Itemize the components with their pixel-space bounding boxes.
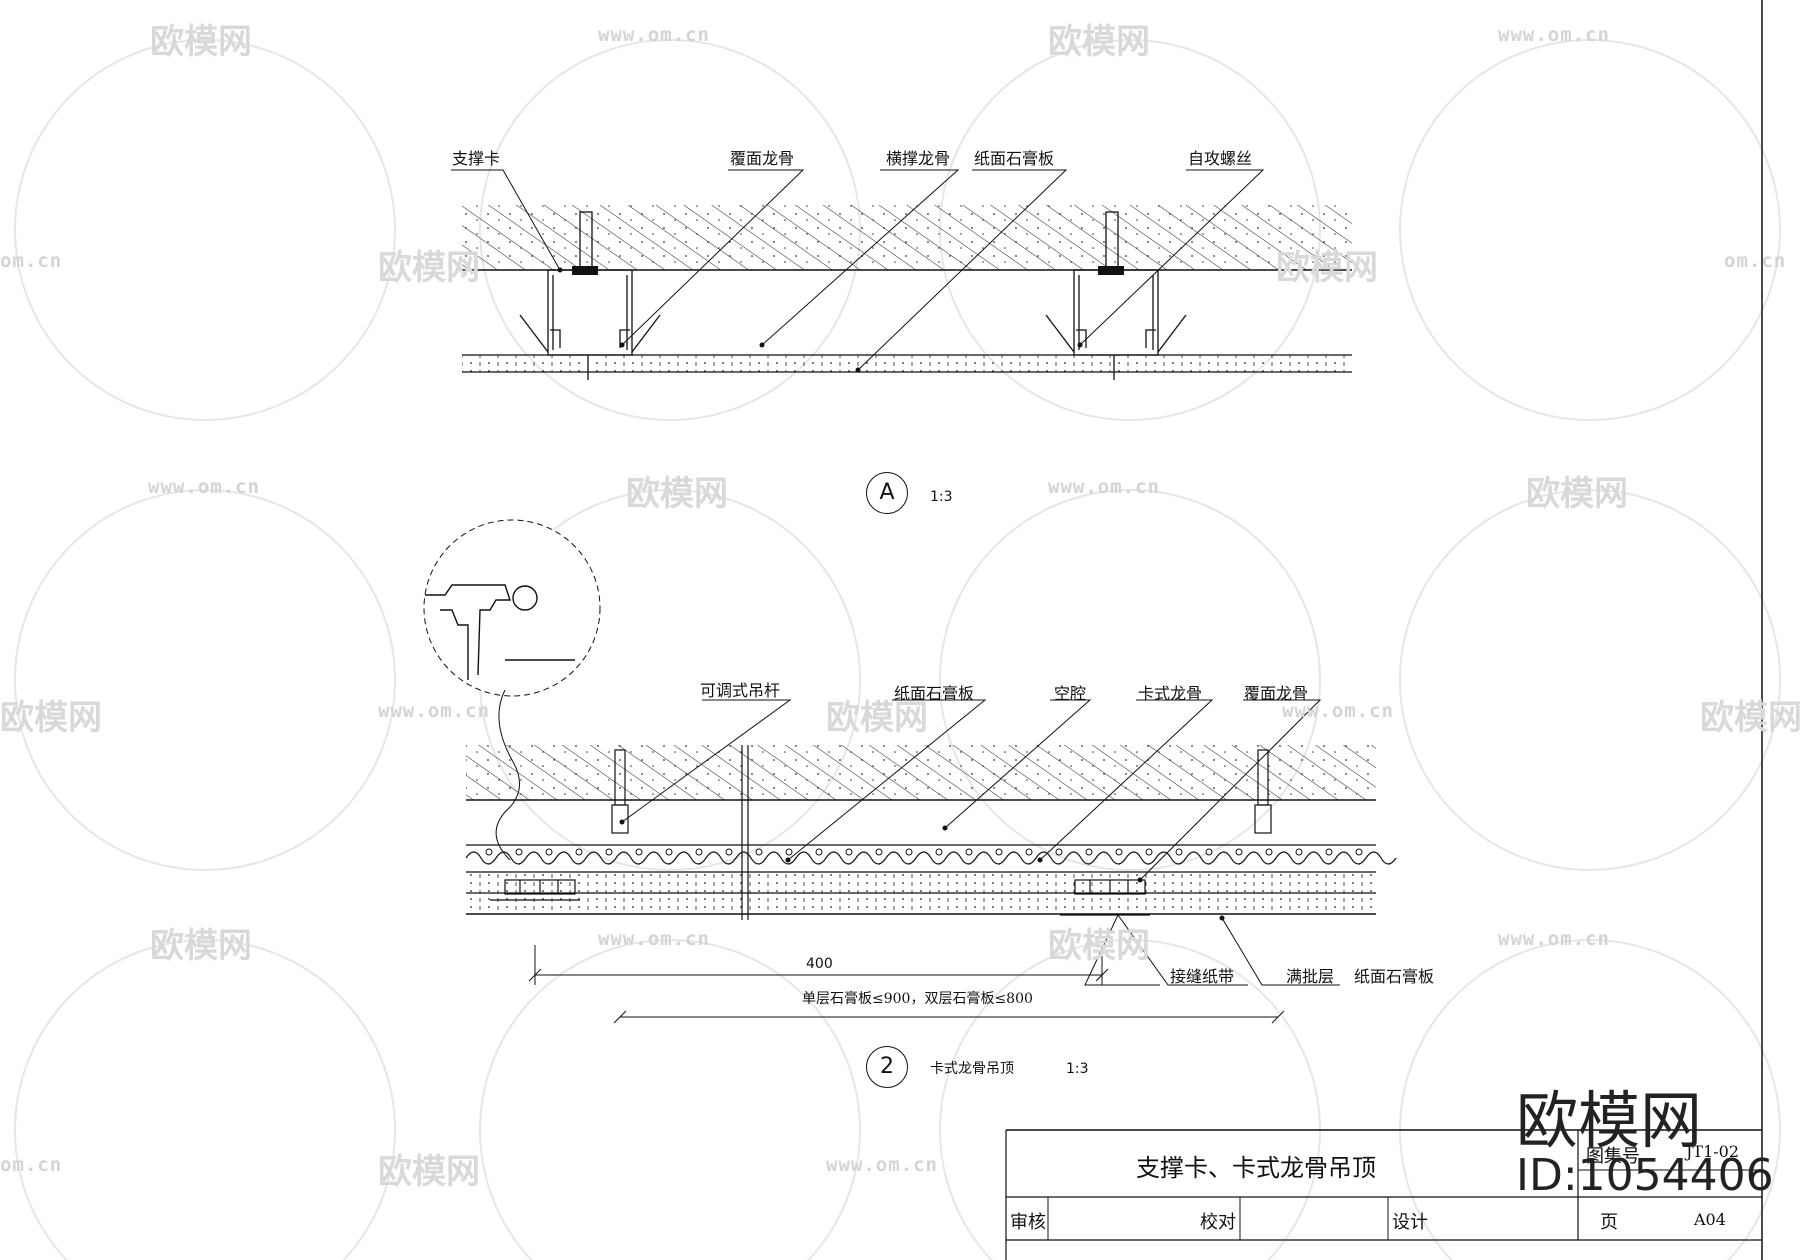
label-gypsum-board-top: 纸面石膏板 — [894, 684, 975, 703]
keel-hole — [815, 848, 823, 856]
watermark-url: www.om.cn — [826, 1154, 938, 1176]
watermark-logo: 欧模网 — [826, 698, 928, 738]
brand-id: ID:1054406 — [1516, 1150, 1774, 1201]
detail-2-callout: 2 — [866, 1046, 908, 1088]
keel-hole — [1115, 848, 1123, 856]
keel-hole — [635, 848, 643, 856]
detail-a-drawing — [451, 169, 1352, 380]
keel-hole — [1235, 848, 1243, 856]
keel-hole — [995, 848, 1003, 856]
atlas-label: 图集号 — [1586, 1146, 1640, 1167]
page-label: 页 — [1600, 1212, 1618, 1233]
label-adjustable-hanger: 可调式吊杆 — [700, 681, 781, 700]
label-clip-keel: 卡式龙骨 — [1138, 684, 1203, 703]
watermark-logo: 欧模网 — [1526, 474, 1628, 514]
detail-2-title: 卡式龙骨吊顶 — [930, 1061, 1014, 1077]
check-label: 校对 — [1200, 1212, 1236, 1233]
label-gypsum-board: 纸面石膏板 — [974, 149, 1055, 168]
label-cavity: 空腔 — [1054, 684, 1087, 703]
watermark-logo: 欧模网 — [150, 926, 252, 966]
keel-hole — [545, 848, 553, 856]
keel-hole — [1085, 848, 1093, 856]
drawing-title: 支撑卡、卡式龙骨吊顶 — [1136, 1154, 1376, 1182]
watermark-logo: 欧模网 — [1048, 926, 1150, 966]
review-label: 审核 — [1010, 1212, 1046, 1233]
keel-hole — [485, 848, 493, 856]
keel-hole — [1295, 848, 1303, 856]
watermark-url: www.om.cn — [1498, 928, 1610, 950]
watermark-url: om.cn — [0, 1154, 63, 1176]
watermark-url: www.om.cn — [1048, 476, 1160, 498]
keel-hole — [725, 848, 733, 856]
detail-2-drawing — [423, 519, 1397, 1024]
detail-a-scale: 1:3 — [930, 489, 953, 505]
dimension-note: 单层石膏板≤900，双层石膏板≤800 — [802, 991, 1033, 1007]
detail-2-scale: 1:3 — [1066, 1061, 1089, 1077]
keel-hole — [665, 848, 673, 856]
keel-hole — [575, 848, 583, 856]
watermark-logo: 欧模网 — [626, 474, 728, 514]
detail-a-callout: A — [866, 472, 908, 514]
keel-hole — [1145, 848, 1153, 856]
label-cover-keel: 覆面龙骨 — [730, 149, 795, 168]
label-cross-keel: 横撑龙骨 — [886, 149, 951, 168]
keel-hole — [695, 848, 703, 856]
watermark-url: www.om.cn — [1498, 24, 1610, 46]
keel-hole — [935, 848, 943, 856]
watermark-url: om.cn — [1724, 250, 1787, 272]
keel-hole — [1025, 848, 1033, 856]
label-support-clip: 支撑卡 — [452, 149, 501, 168]
label-cover-keel-2: 覆面龙骨 — [1244, 684, 1309, 703]
atlas-number: JT1-02 — [1686, 1142, 1740, 1161]
keel-hole — [1355, 848, 1363, 856]
keel-hole — [515, 848, 523, 856]
keel-hole — [875, 848, 883, 856]
watermark-url: www.om.cn — [598, 928, 710, 950]
keel-hole — [1325, 848, 1333, 856]
watermark-logo: 欧模网 — [0, 698, 102, 738]
keel-hole — [845, 848, 853, 856]
label-self-tap-screw: 自攻螺丝 — [1188, 149, 1253, 168]
clip-keel-band — [465, 851, 1397, 865]
keel-hole — [605, 848, 613, 856]
watermark-logo: 欧模网 — [378, 1152, 480, 1192]
watermark-logo: 欧模网 — [1700, 698, 1800, 738]
watermark-logo: 欧模网 — [1048, 22, 1150, 62]
design-label: 设计 — [1392, 1212, 1428, 1233]
keel-hole — [785, 848, 793, 856]
label-putty-layer: 满批层 — [1286, 967, 1335, 986]
watermark-url: www.om.cn — [1282, 700, 1394, 722]
keel-hole — [755, 848, 763, 856]
watermark-logo: 欧模网 — [1276, 248, 1378, 288]
keel-hole — [1175, 848, 1183, 856]
watermark-logo: 欧模网 — [378, 248, 480, 288]
keel-hole — [1205, 848, 1213, 856]
brand-logo-text: 欧模网 — [1516, 1084, 1703, 1157]
label-joint-tape: 接缝纸带 — [1170, 967, 1235, 986]
keel-hole — [965, 848, 973, 856]
keel-hole — [905, 848, 913, 856]
watermark-logo: 欧模网 — [150, 22, 252, 62]
watermark-url: www.om.cn — [598, 24, 710, 46]
watermark-url: www.om.cn — [378, 700, 490, 722]
keel-hole — [1265, 848, 1273, 856]
watermark-url: om.cn — [0, 250, 63, 272]
watermark-url: www.om.cn — [148, 476, 260, 498]
page-number: A04 — [1694, 1210, 1726, 1229]
keel-hole — [1055, 848, 1063, 856]
label-gypsum-board-bottom: 纸面石膏板 — [1354, 967, 1435, 986]
dimension-400: 400 — [806, 956, 833, 972]
